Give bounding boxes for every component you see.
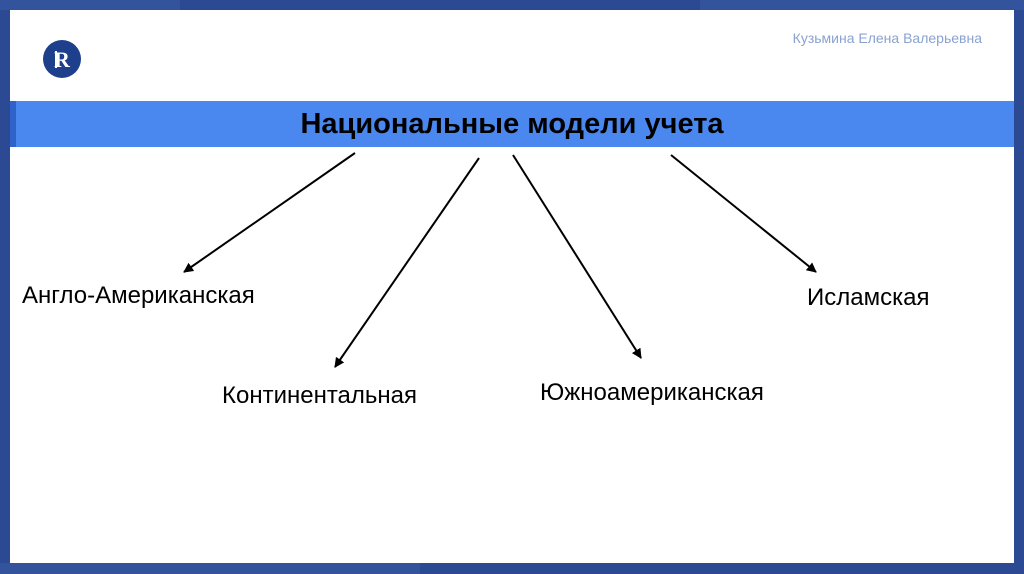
background-tile bbox=[0, 563, 420, 574]
title-band-edge bbox=[10, 101, 16, 147]
node-islamic: Исламская bbox=[807, 284, 930, 311]
background-tile bbox=[700, 0, 1024, 10]
node-anglo-american: Англо-Американская bbox=[22, 282, 255, 309]
arrow-to-islamic bbox=[670, 154, 817, 273]
node-continental: Континентальная bbox=[222, 382, 418, 409]
title-band: Национальные модели учета bbox=[10, 101, 1014, 147]
arrow-to-south-american bbox=[512, 154, 642, 359]
diagram-title: Национальные модели учета bbox=[300, 108, 724, 140]
svg-text:R: R bbox=[54, 47, 71, 72]
arrow-to-continental bbox=[334, 157, 480, 368]
university-logo-icon: R bbox=[43, 40, 81, 78]
connector-arrows bbox=[183, 152, 817, 368]
author-name: Кузьмина Елена Валерьевна bbox=[792, 30, 982, 46]
arrow-to-anglo bbox=[183, 152, 356, 273]
node-south-american: Южноамериканская bbox=[540, 379, 764, 406]
slide: R Кузьмина Елена Валерьевна Национальные… bbox=[10, 10, 1014, 563]
background-tile bbox=[0, 0, 180, 10]
